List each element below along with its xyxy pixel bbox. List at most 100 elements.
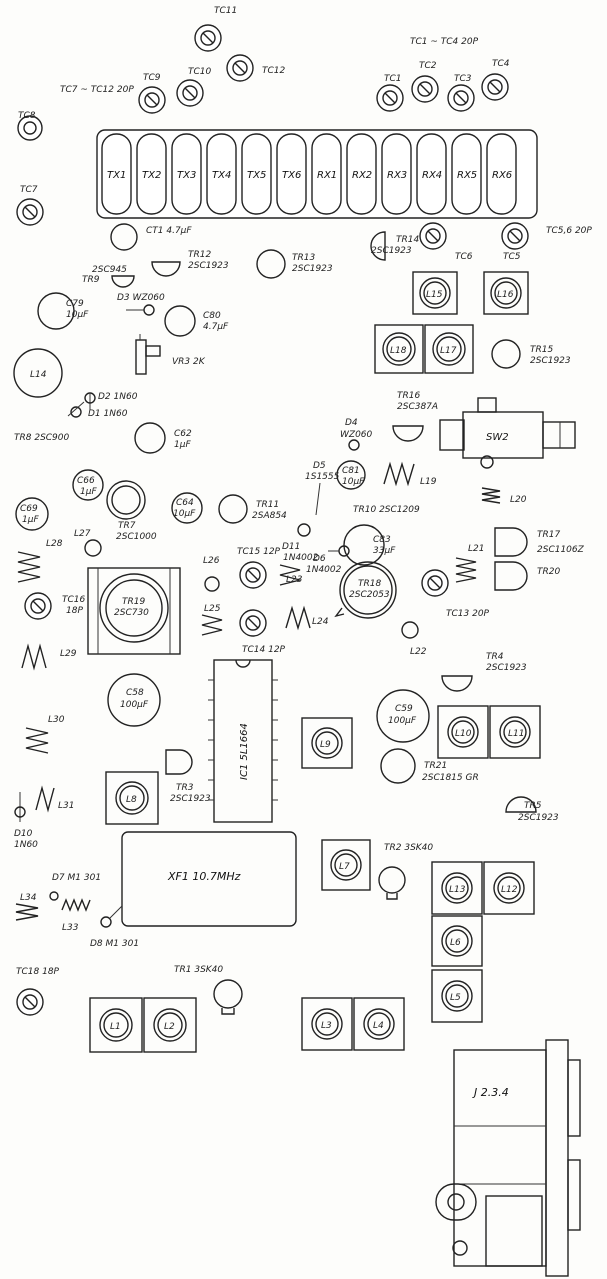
- component-label: L14: [30, 370, 47, 380]
- coil-l11: L11: [489, 705, 541, 759]
- coil-l9: L9: [301, 717, 353, 769]
- transistor-tr1: [213, 979, 243, 1009]
- component-label: TR18: [358, 579, 381, 589]
- component-label: TR13: [292, 253, 315, 263]
- component-label: L19: [420, 477, 437, 487]
- transistor-tr7-case: [106, 480, 146, 520]
- component-label: 1N4002: [283, 553, 319, 563]
- trimmer-tc1: TC1: [376, 74, 404, 112]
- component-label: TC6: [455, 252, 473, 262]
- crystal-label: RX2: [352, 170, 372, 181]
- trimmer-tc12: TC12: [226, 54, 286, 82]
- component-label: C64: [176, 498, 194, 508]
- trimmer-tc14-adj: [239, 609, 267, 637]
- component-label: TC1: [384, 74, 402, 84]
- component-label: L8: [126, 795, 137, 805]
- trimmer-tc9: TC9: [138, 73, 166, 114]
- coil-l1: L1: [89, 997, 143, 1053]
- component-label: 2SC387A: [397, 402, 438, 412]
- transistor-tr9: [111, 275, 135, 288]
- coil-l20: [481, 487, 501, 504]
- coil-l5: L5: [431, 969, 483, 1023]
- component-label: D5: [313, 461, 326, 471]
- coil-l4: L4: [353, 997, 405, 1051]
- diode-d11: [297, 523, 311, 537]
- component-label: L34: [20, 893, 37, 903]
- component-label: D7 M1 301: [52, 873, 101, 883]
- component-label: L20: [510, 495, 527, 505]
- component-label: L27: [74, 529, 91, 539]
- crystal-label: RX5: [457, 170, 477, 181]
- component-label: TR10 2SC1209: [353, 505, 420, 515]
- component-label: VR3 2K: [172, 357, 206, 367]
- transistor-tr3: [165, 749, 193, 775]
- crystal-filter-xf1: [121, 831, 297, 927]
- capacitor-c59: [376, 689, 430, 743]
- component-label: 2SC1000: [116, 532, 157, 542]
- component-label: TR17: [537, 530, 560, 540]
- component-label: TC12: [262, 66, 286, 76]
- capacitor-c83: [343, 524, 385, 566]
- coil-l29: [21, 643, 47, 671]
- coil-l14: [13, 348, 63, 398]
- transistor-tr11: [218, 494, 248, 524]
- coil-l22: [401, 621, 419, 639]
- component-label: L10: [455, 729, 472, 739]
- component-label: 2SC1923: [486, 663, 527, 673]
- crystal-label: RX6: [492, 170, 512, 181]
- group-label-tc56: TC5,6 20P: [546, 226, 592, 236]
- component-label: TR11: [256, 500, 279, 510]
- component-label: TC7: [20, 185, 38, 195]
- component-label: L12: [501, 885, 518, 895]
- component-label: TR4: [486, 652, 504, 662]
- component-label: L5: [450, 993, 461, 1003]
- crystal-label: TX1: [107, 170, 126, 181]
- component-label: C83: [373, 535, 391, 545]
- component-label: TC13 20P: [446, 609, 490, 619]
- component-label: C66: [77, 476, 95, 486]
- coil-l8: L8: [105, 771, 159, 825]
- trimmer-tc4: TC4: [481, 59, 510, 101]
- component-label: L9: [320, 740, 331, 750]
- component-label: WZ060: [340, 430, 373, 440]
- component-label: D11: [282, 542, 300, 552]
- component-label: C81: [342, 466, 360, 476]
- coil-l10: L10: [437, 705, 489, 759]
- component-label: L30: [48, 715, 65, 725]
- component-label: L22: [410, 647, 427, 657]
- component-label: L33: [62, 923, 79, 933]
- component-label: L29: [60, 649, 77, 659]
- trimpot-vr3: [135, 334, 161, 375]
- coil-l30: [25, 727, 49, 754]
- coil-l34: [15, 903, 39, 921]
- component-label: L24: [312, 617, 329, 627]
- component-label: 1N4002: [306, 565, 342, 575]
- trimmer-tc7: TC7: [16, 185, 44, 226]
- trimmer-tc13: [421, 569, 449, 597]
- component-label: L7: [339, 862, 350, 872]
- component-label: L26: [203, 556, 220, 566]
- coil-l21: [455, 557, 477, 583]
- component-label: C62: [174, 429, 192, 439]
- coil-l13: L13: [431, 861, 483, 915]
- component-label: TR21: [424, 761, 447, 771]
- crystal-label: TX5: [247, 170, 266, 181]
- crystal-label: TX3: [177, 170, 196, 181]
- trimmer-tc5: TC5: [501, 222, 529, 262]
- component-label: C69: [20, 504, 38, 514]
- coil-l2: L2: [143, 997, 197, 1053]
- component-label: 1μF: [174, 440, 191, 450]
- transistor-tr17: [494, 527, 528, 557]
- component-label: 2SC945: [92, 265, 127, 275]
- component-label: D3 WZ060: [117, 293, 165, 303]
- component-label: D2 1N60: [98, 392, 138, 402]
- diode-d10: [14, 806, 26, 818]
- component-label: L1: [110, 1022, 121, 1032]
- component-label: 10μF: [173, 509, 196, 519]
- component-label: D1 1N60: [88, 409, 128, 419]
- transistor-tr5: [505, 796, 537, 813]
- component-label: L2: [164, 1022, 175, 1032]
- component-label: C58: [126, 688, 144, 698]
- component-label: 1N60: [14, 840, 38, 850]
- diode-d8: [100, 916, 112, 928]
